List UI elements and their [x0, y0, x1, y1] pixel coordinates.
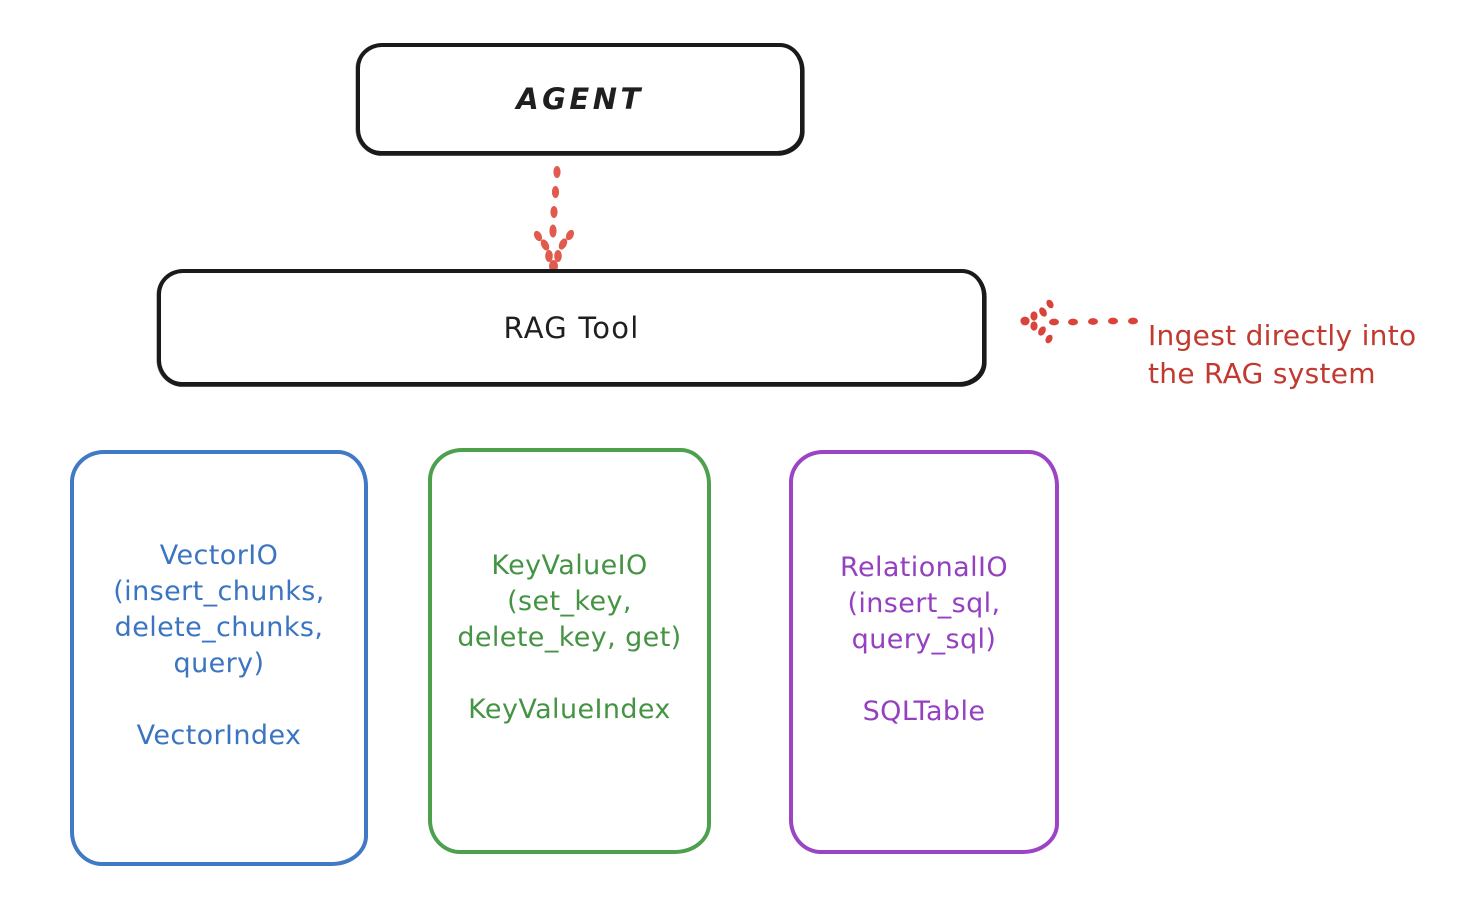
node-vector-io[interactable]: VectorIO (insert_chunks, delete_chunks, … — [70, 450, 368, 866]
node-rag-tool-label: RAG Tool — [503, 310, 640, 345]
annotation-ingest-label: Ingest directly into the RAG system — [1148, 319, 1417, 390]
dotted-arrow-left-icon — [1020, 299, 1138, 344]
node-key-value-io[interactable]: KeyValueIO (set_key, delete_key, get) Ke… — [428, 448, 711, 854]
node-vector-io-label: VectorIO (insert_chunks, delete_chunks, … — [113, 540, 325, 751]
node-key-value-io-label: KeyValueIO (set_key, delete_key, get) Ke… — [457, 550, 682, 725]
node-agent[interactable]: AGENT — [356, 43, 804, 155]
node-rag-tool[interactable]: RAG Tool — [157, 269, 986, 386]
node-relational-io[interactable]: RelationalIO (insert_sql, query_sql) SQL… — [789, 450, 1059, 854]
node-agent-label: AGENT — [516, 82, 644, 116]
node-relational-io-label: RelationalIO (insert_sql, query_sql) SQL… — [840, 552, 1008, 727]
annotation-ingest: Ingest directly into the RAG system — [1148, 279, 1478, 393]
dotted-arrow-down-icon — [533, 166, 575, 272]
